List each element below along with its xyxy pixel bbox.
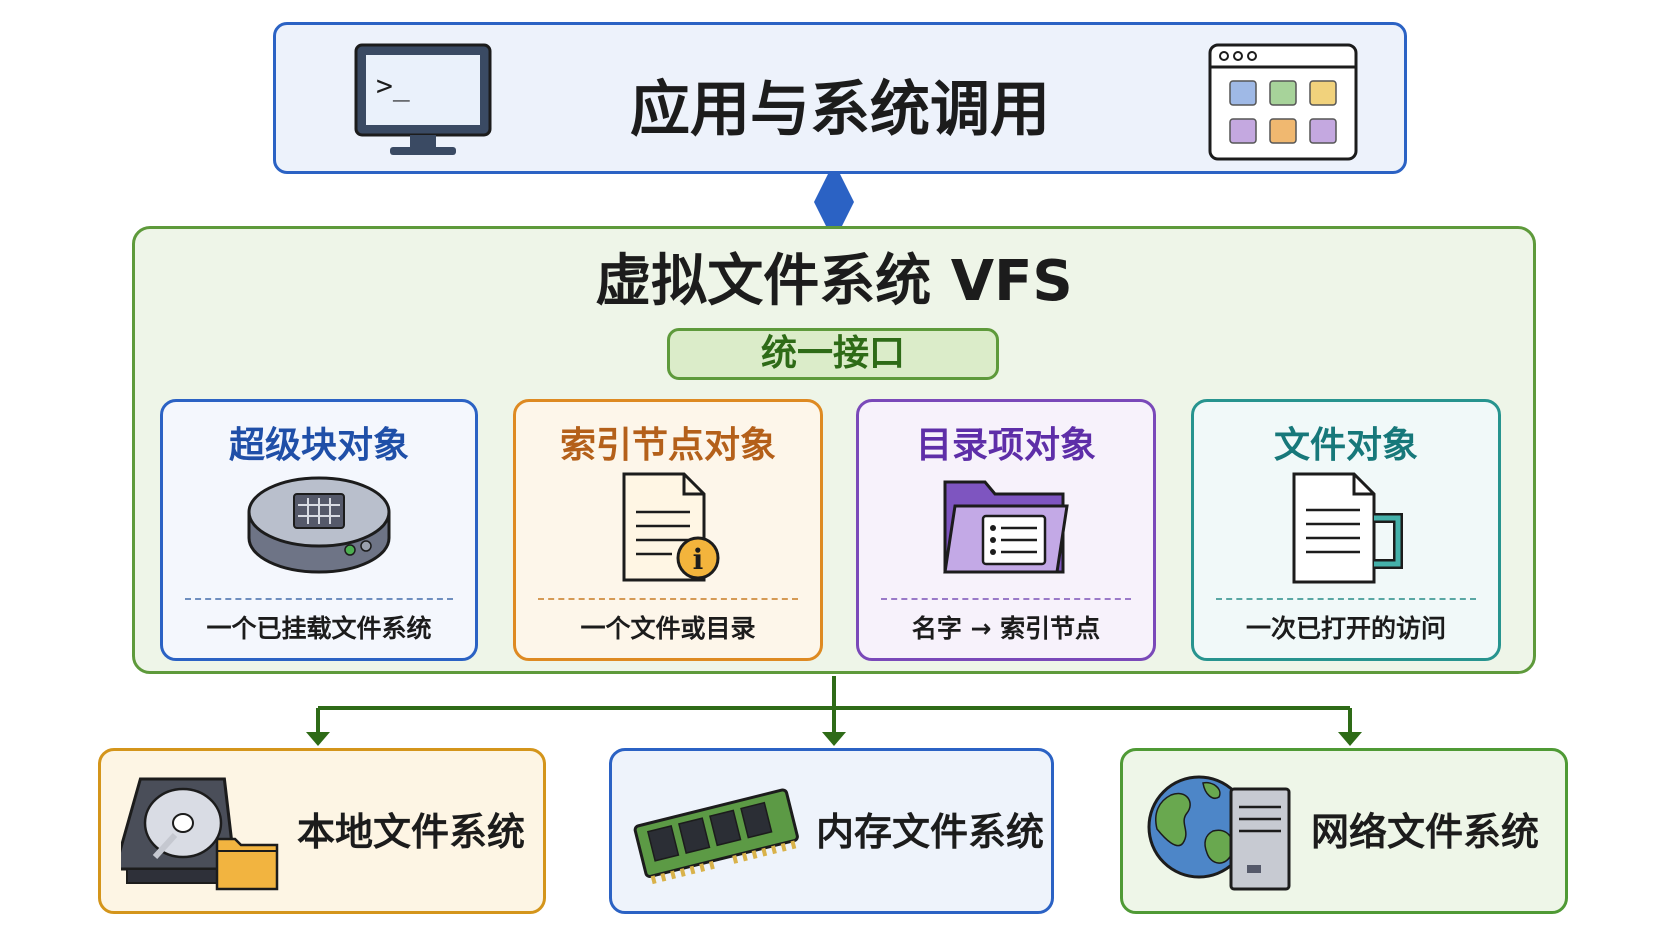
card-separator	[538, 598, 798, 600]
hard-disk-icon	[121, 777, 279, 891]
svg-text:>_: >_	[376, 69, 410, 103]
app-syscall-box: >_ 应用与系统调用	[273, 22, 1407, 174]
network-filesystem-label: 网络文件系统	[1311, 810, 1540, 854]
file-object-desc: 一次已打开的访问	[1245, 614, 1446, 643]
local-filesystem-box: 本地文件系统	[98, 748, 546, 914]
vfs-title: 虚拟文件系统 VFS	[595, 249, 1073, 314]
dentry-object-card: 目录项对象 名字 → 索引节点	[856, 399, 1156, 661]
card-separator	[881, 598, 1131, 600]
terminal-monitor-icon: >_	[354, 43, 492, 155]
app-title: 应用与系统调用	[630, 75, 1050, 145]
vfs-fs-tree	[316, 676, 1352, 740]
card-separator	[1216, 598, 1476, 600]
folder-list-icon	[943, 480, 1069, 574]
open-file-icon	[1292, 472, 1403, 584]
fs-arrowhead-network	[1338, 732, 1362, 746]
file-object-card: 文件对象 一次已打开的访问	[1191, 399, 1501, 661]
network-filesystem-box: 网络文件系统	[1120, 748, 1568, 914]
svg-text:i: i	[693, 543, 704, 576]
local-filesystem-label: 本地文件系统	[297, 810, 526, 854]
file-object-title: 文件对象	[1273, 425, 1418, 466]
ram-module-icon	[633, 788, 799, 885]
fs-arrowhead-local	[306, 732, 330, 746]
memory-filesystem-label: 内存文件系统	[816, 810, 1045, 854]
superblock-object-title: 超级块对象	[228, 425, 409, 466]
dentry-object-desc: 名字 → 索引节点	[911, 614, 1101, 643]
dentry-object-title: 目录项对象	[915, 425, 1096, 466]
disk-drive-icon	[247, 476, 391, 574]
globe-server-icon	[1147, 775, 1291, 891]
card-separator	[185, 598, 453, 600]
fs-arrowhead-memory	[822, 732, 846, 746]
inode-object-card: 索引节点对象 i 一个文件或目录	[513, 399, 823, 661]
unified-interface-label: 统一接口	[667, 328, 999, 380]
app-window-icon	[1208, 43, 1358, 161]
inode-object-desc: 一个文件或目录	[580, 614, 756, 643]
superblock-object-desc: 一个已挂载文件系统	[206, 614, 432, 643]
memory-filesystem-box: 内存文件系统	[609, 748, 1054, 914]
inode-object-title: 索引节点对象	[559, 425, 776, 466]
superblock-object-card: 超级块对象 一个已挂载文件系统	[160, 399, 478, 661]
document-info-icon: i	[622, 472, 720, 582]
